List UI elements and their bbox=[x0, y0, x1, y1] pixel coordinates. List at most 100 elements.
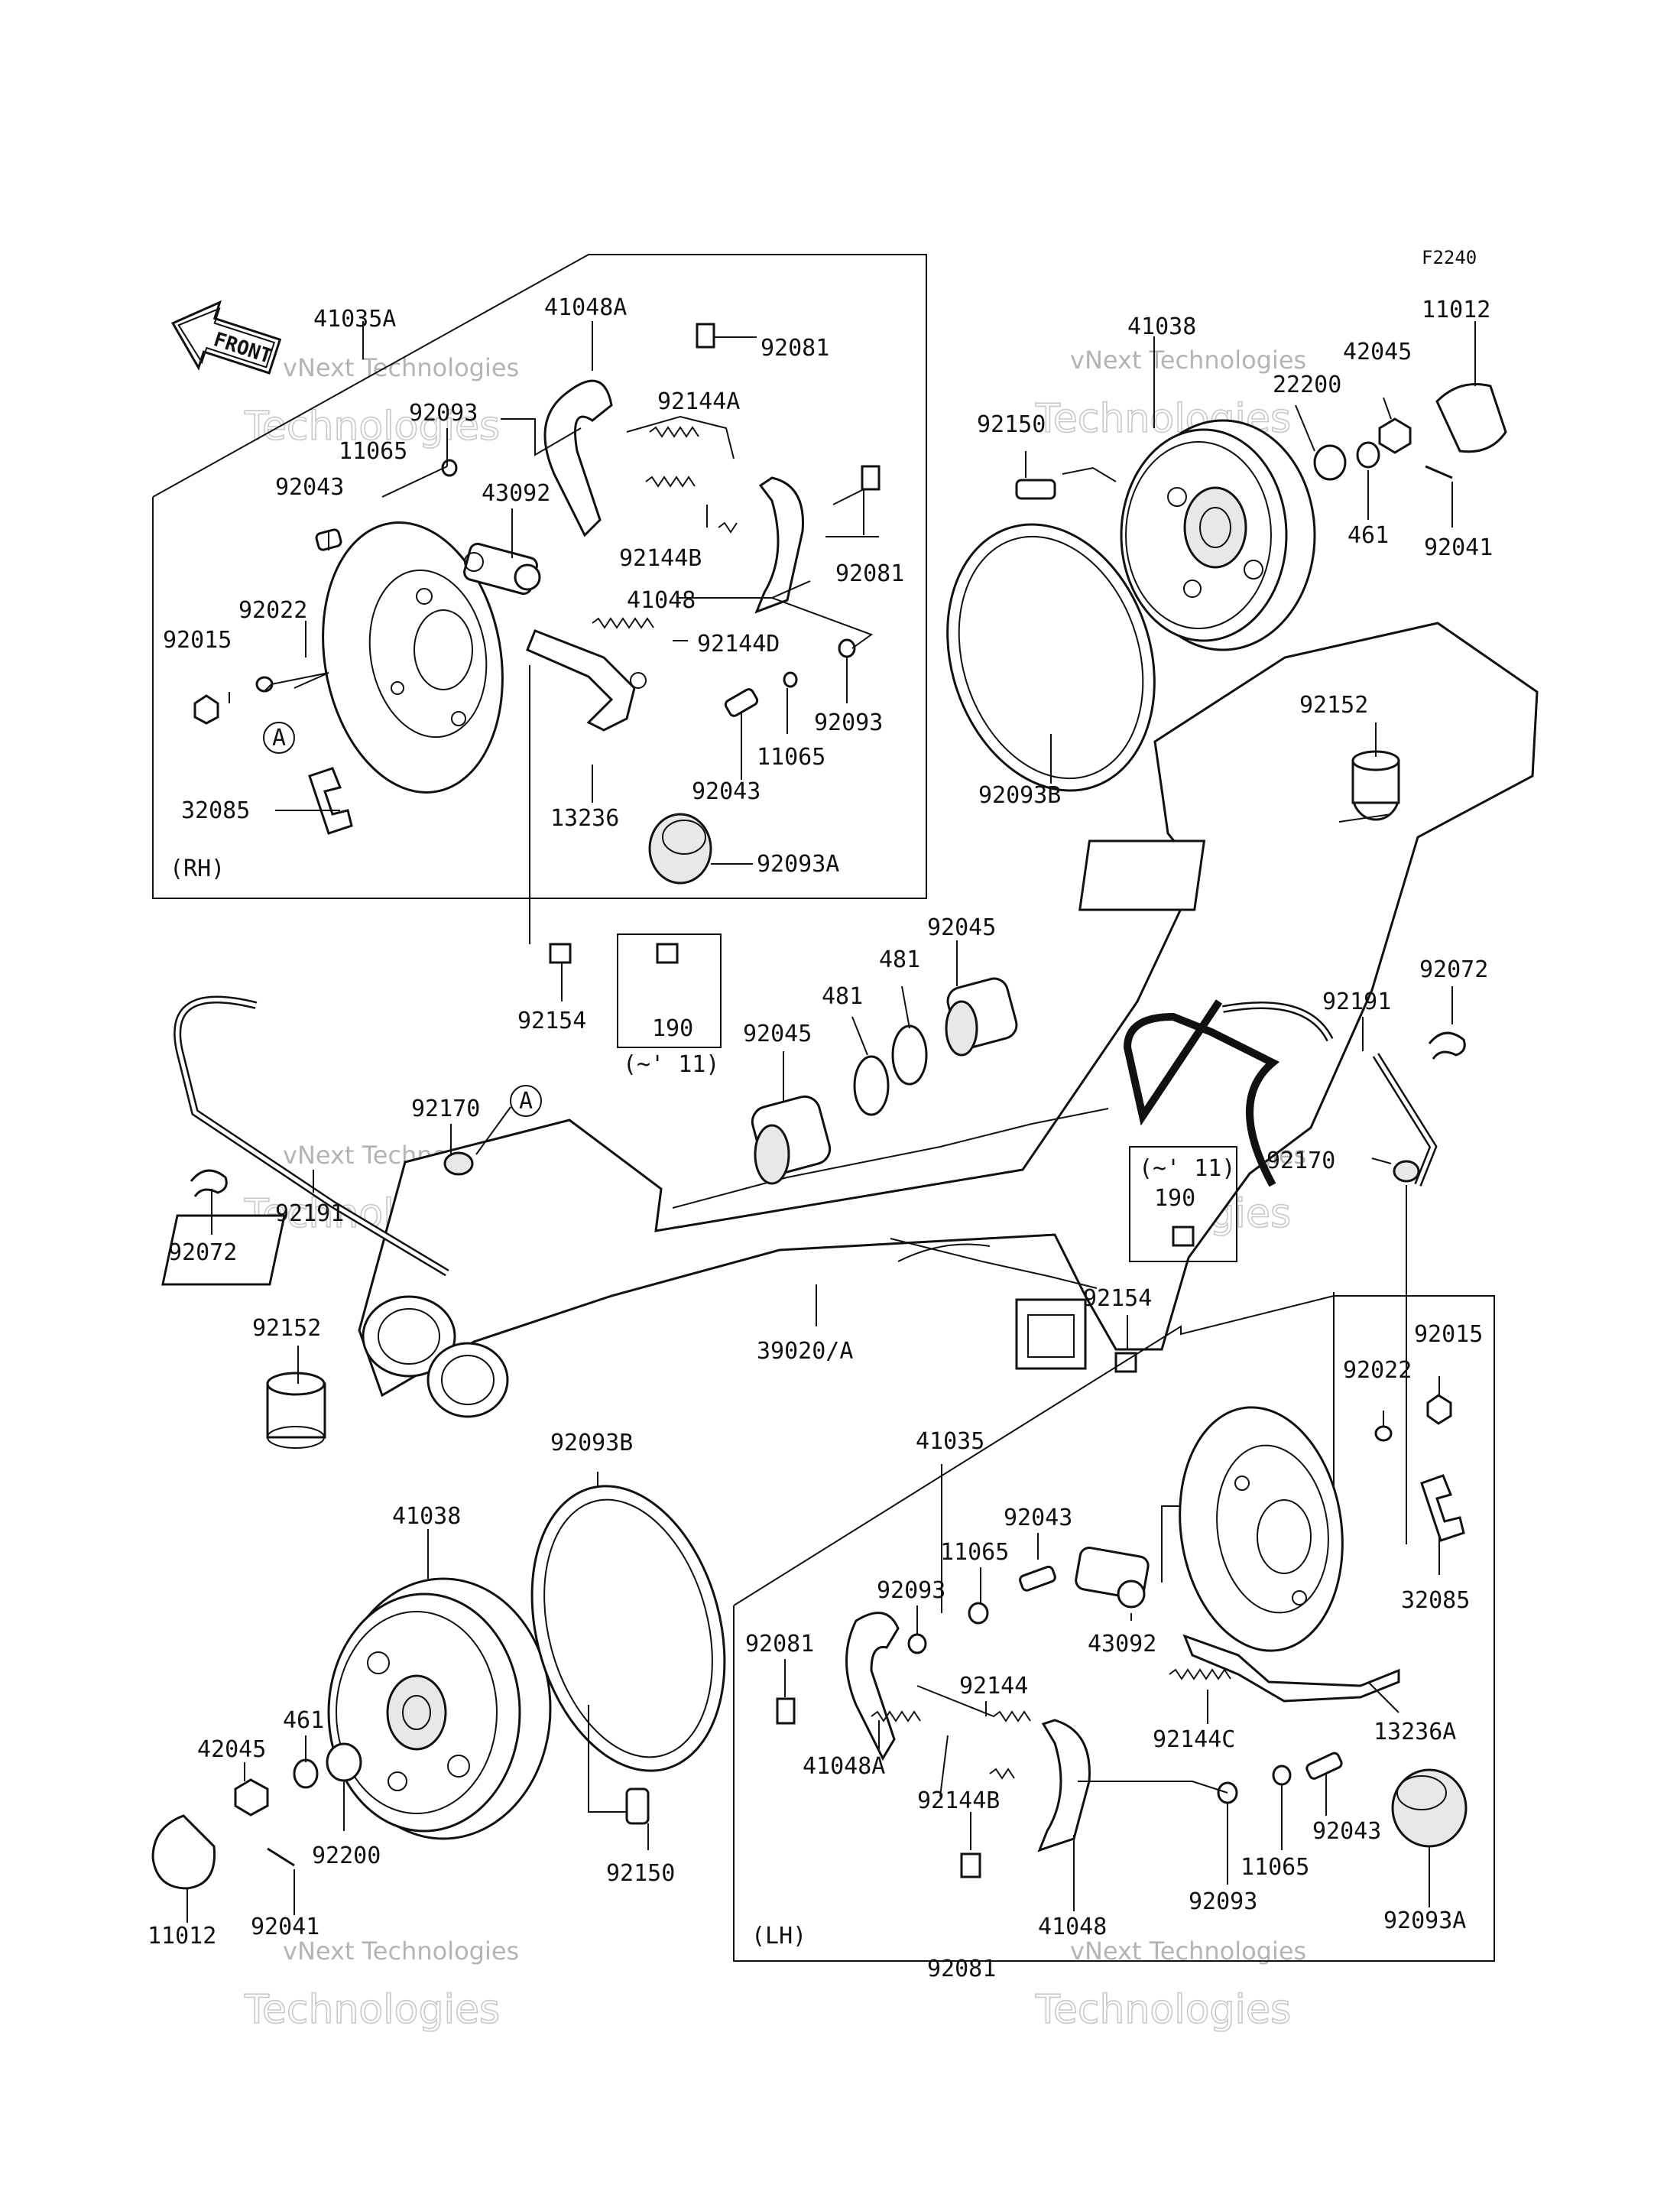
part-label: 92093B bbox=[550, 1430, 633, 1456]
part-label: 92081 bbox=[927, 1956, 996, 1982]
lh-spring-92144 bbox=[916, 1685, 1031, 1722]
lh-label: (LH) bbox=[751, 1923, 806, 1950]
part-label: 43092 bbox=[482, 480, 550, 507]
rh-nut bbox=[193, 694, 219, 725]
part-label: 92093A bbox=[757, 851, 839, 878]
part-label: 41038 bbox=[392, 1503, 461, 1530]
rh-circle-ref bbox=[263, 722, 295, 754]
lh-washer-a bbox=[968, 1602, 989, 1625]
watermark-outline: Technologies bbox=[1035, 1987, 1291, 2033]
part-label: 41035 bbox=[916, 1428, 984, 1455]
rh-clip-32085 bbox=[308, 767, 353, 835]
rh-label: (RH) bbox=[170, 855, 225, 882]
watermark-text: vNext Technologies bbox=[283, 353, 519, 382]
left-mount-plate bbox=[161, 1214, 286, 1286]
lh-washer-b bbox=[907, 1633, 927, 1654]
part-label: 92081 bbox=[745, 1631, 814, 1657]
left-drum-seal bbox=[530, 1485, 726, 1772]
lh-pin-b bbox=[1305, 1752, 1343, 1780]
part-label: 11065 bbox=[339, 438, 407, 465]
left-drum-leaders bbox=[186, 1472, 649, 1923]
lh-circle-ref bbox=[510, 1085, 542, 1117]
part-label: 11012 bbox=[148, 1923, 216, 1950]
rh-brake-shoe-a bbox=[543, 379, 613, 537]
rh-circle-ref-label: A bbox=[272, 725, 286, 752]
left-brake-drum bbox=[327, 1577, 552, 1840]
lh-box-outline bbox=[733, 1295, 1495, 1962]
part-label: 32085 bbox=[1401, 1587, 1470, 1614]
bearing-92045-a bbox=[945, 977, 1018, 1057]
part-label: 92081 bbox=[761, 335, 829, 362]
bushing-92152-left bbox=[266, 1372, 326, 1449]
left-cotter-pin bbox=[267, 1847, 295, 1867]
left-bolt-92150 bbox=[625, 1787, 650, 1825]
part-label: 92093A bbox=[1383, 1907, 1466, 1934]
bolt-190-b bbox=[1172, 1226, 1195, 1247]
rh-washer-d bbox=[255, 676, 274, 693]
part-label: 92022 bbox=[1343, 1357, 1412, 1384]
part-label: 22200 bbox=[1273, 372, 1341, 398]
lh-leader-lines bbox=[784, 1376, 1440, 1911]
rh-wheel-cylinder bbox=[463, 542, 541, 596]
lh-brake-shoe-b bbox=[1037, 1719, 1091, 1852]
bearing-92045-b bbox=[751, 1095, 832, 1185]
right-cap-11012 bbox=[1435, 383, 1507, 453]
lh-washer-c bbox=[1272, 1765, 1292, 1786]
part-label: 92041 bbox=[251, 1914, 319, 1940]
watermark-outline: Technologies bbox=[244, 1987, 500, 2033]
part-label: 32085 bbox=[181, 797, 250, 824]
rh-leader-lines bbox=[229, 321, 879, 865]
part-label: 92144D bbox=[697, 631, 780, 657]
lh-lever bbox=[1182, 1634, 1400, 1703]
part-label: 92093 bbox=[814, 709, 883, 736]
clip-92170-left bbox=[443, 1151, 474, 1176]
right-brake-drum bbox=[1120, 419, 1316, 651]
bolt-92154-a bbox=[549, 943, 572, 964]
part-label: 41048 bbox=[627, 587, 696, 614]
variant-box-lower bbox=[1129, 1146, 1237, 1262]
lh-spring-92144B bbox=[871, 1710, 1015, 1780]
part-label: 11065 bbox=[1241, 1854, 1309, 1881]
clamp-92072-left bbox=[190, 1169, 228, 1197]
part-label: 41048 bbox=[1038, 1914, 1107, 1940]
part-label: 92045 bbox=[927, 914, 996, 941]
part-label: 41035A bbox=[313, 306, 396, 333]
part-label: 41048A bbox=[544, 294, 627, 321]
left-nut-42045 bbox=[234, 1778, 269, 1817]
part-label: 92093 bbox=[409, 400, 478, 427]
lh-nut bbox=[1426, 1394, 1452, 1425]
bushing-92152-right bbox=[1351, 750, 1400, 821]
part-label: 92150 bbox=[977, 411, 1046, 438]
lh-circle-ref-label: A bbox=[519, 1088, 533, 1115]
part-label: 92144B bbox=[917, 1787, 1000, 1814]
part-label: (~' 11) bbox=[623, 1051, 719, 1078]
part-label: 190 bbox=[652, 1015, 693, 1042]
right-washer-22200 bbox=[1313, 444, 1347, 481]
left-washer-461 bbox=[293, 1758, 319, 1789]
right-drum-seal bbox=[946, 523, 1156, 792]
part-label: 92170 bbox=[411, 1096, 480, 1122]
part-label: 41048A bbox=[803, 1753, 885, 1780]
rh-spring-92144D bbox=[592, 617, 654, 629]
part-label: 92144B bbox=[619, 545, 702, 572]
part-label: 92093 bbox=[877, 1577, 945, 1604]
snap-ring-481-b bbox=[853, 1055, 890, 1116]
part-label: 92072 bbox=[168, 1239, 237, 1266]
part-label: 41038 bbox=[1127, 313, 1196, 340]
part-label: 11065 bbox=[757, 744, 825, 771]
part-label: 92200 bbox=[312, 1842, 381, 1869]
right-bolt-92150 bbox=[1015, 479, 1056, 500]
part-label: 13236A bbox=[1374, 1719, 1456, 1745]
part-label: 92081 bbox=[835, 560, 904, 587]
lh-grommet-hole bbox=[1396, 1775, 1447, 1810]
part-label: 92093B bbox=[978, 782, 1061, 809]
right-cotter-pin bbox=[1425, 465, 1453, 479]
rh-box-outline bbox=[152, 254, 927, 899]
part-label: 92152 bbox=[1299, 692, 1368, 719]
part-label: 42045 bbox=[197, 1736, 266, 1763]
breather-hose-right-upper-inner bbox=[1222, 1003, 1332, 1041]
breather-hose-right bbox=[1123, 999, 1280, 1187]
part-label: 481 bbox=[879, 946, 920, 973]
part-label: 92043 bbox=[1312, 1818, 1381, 1845]
